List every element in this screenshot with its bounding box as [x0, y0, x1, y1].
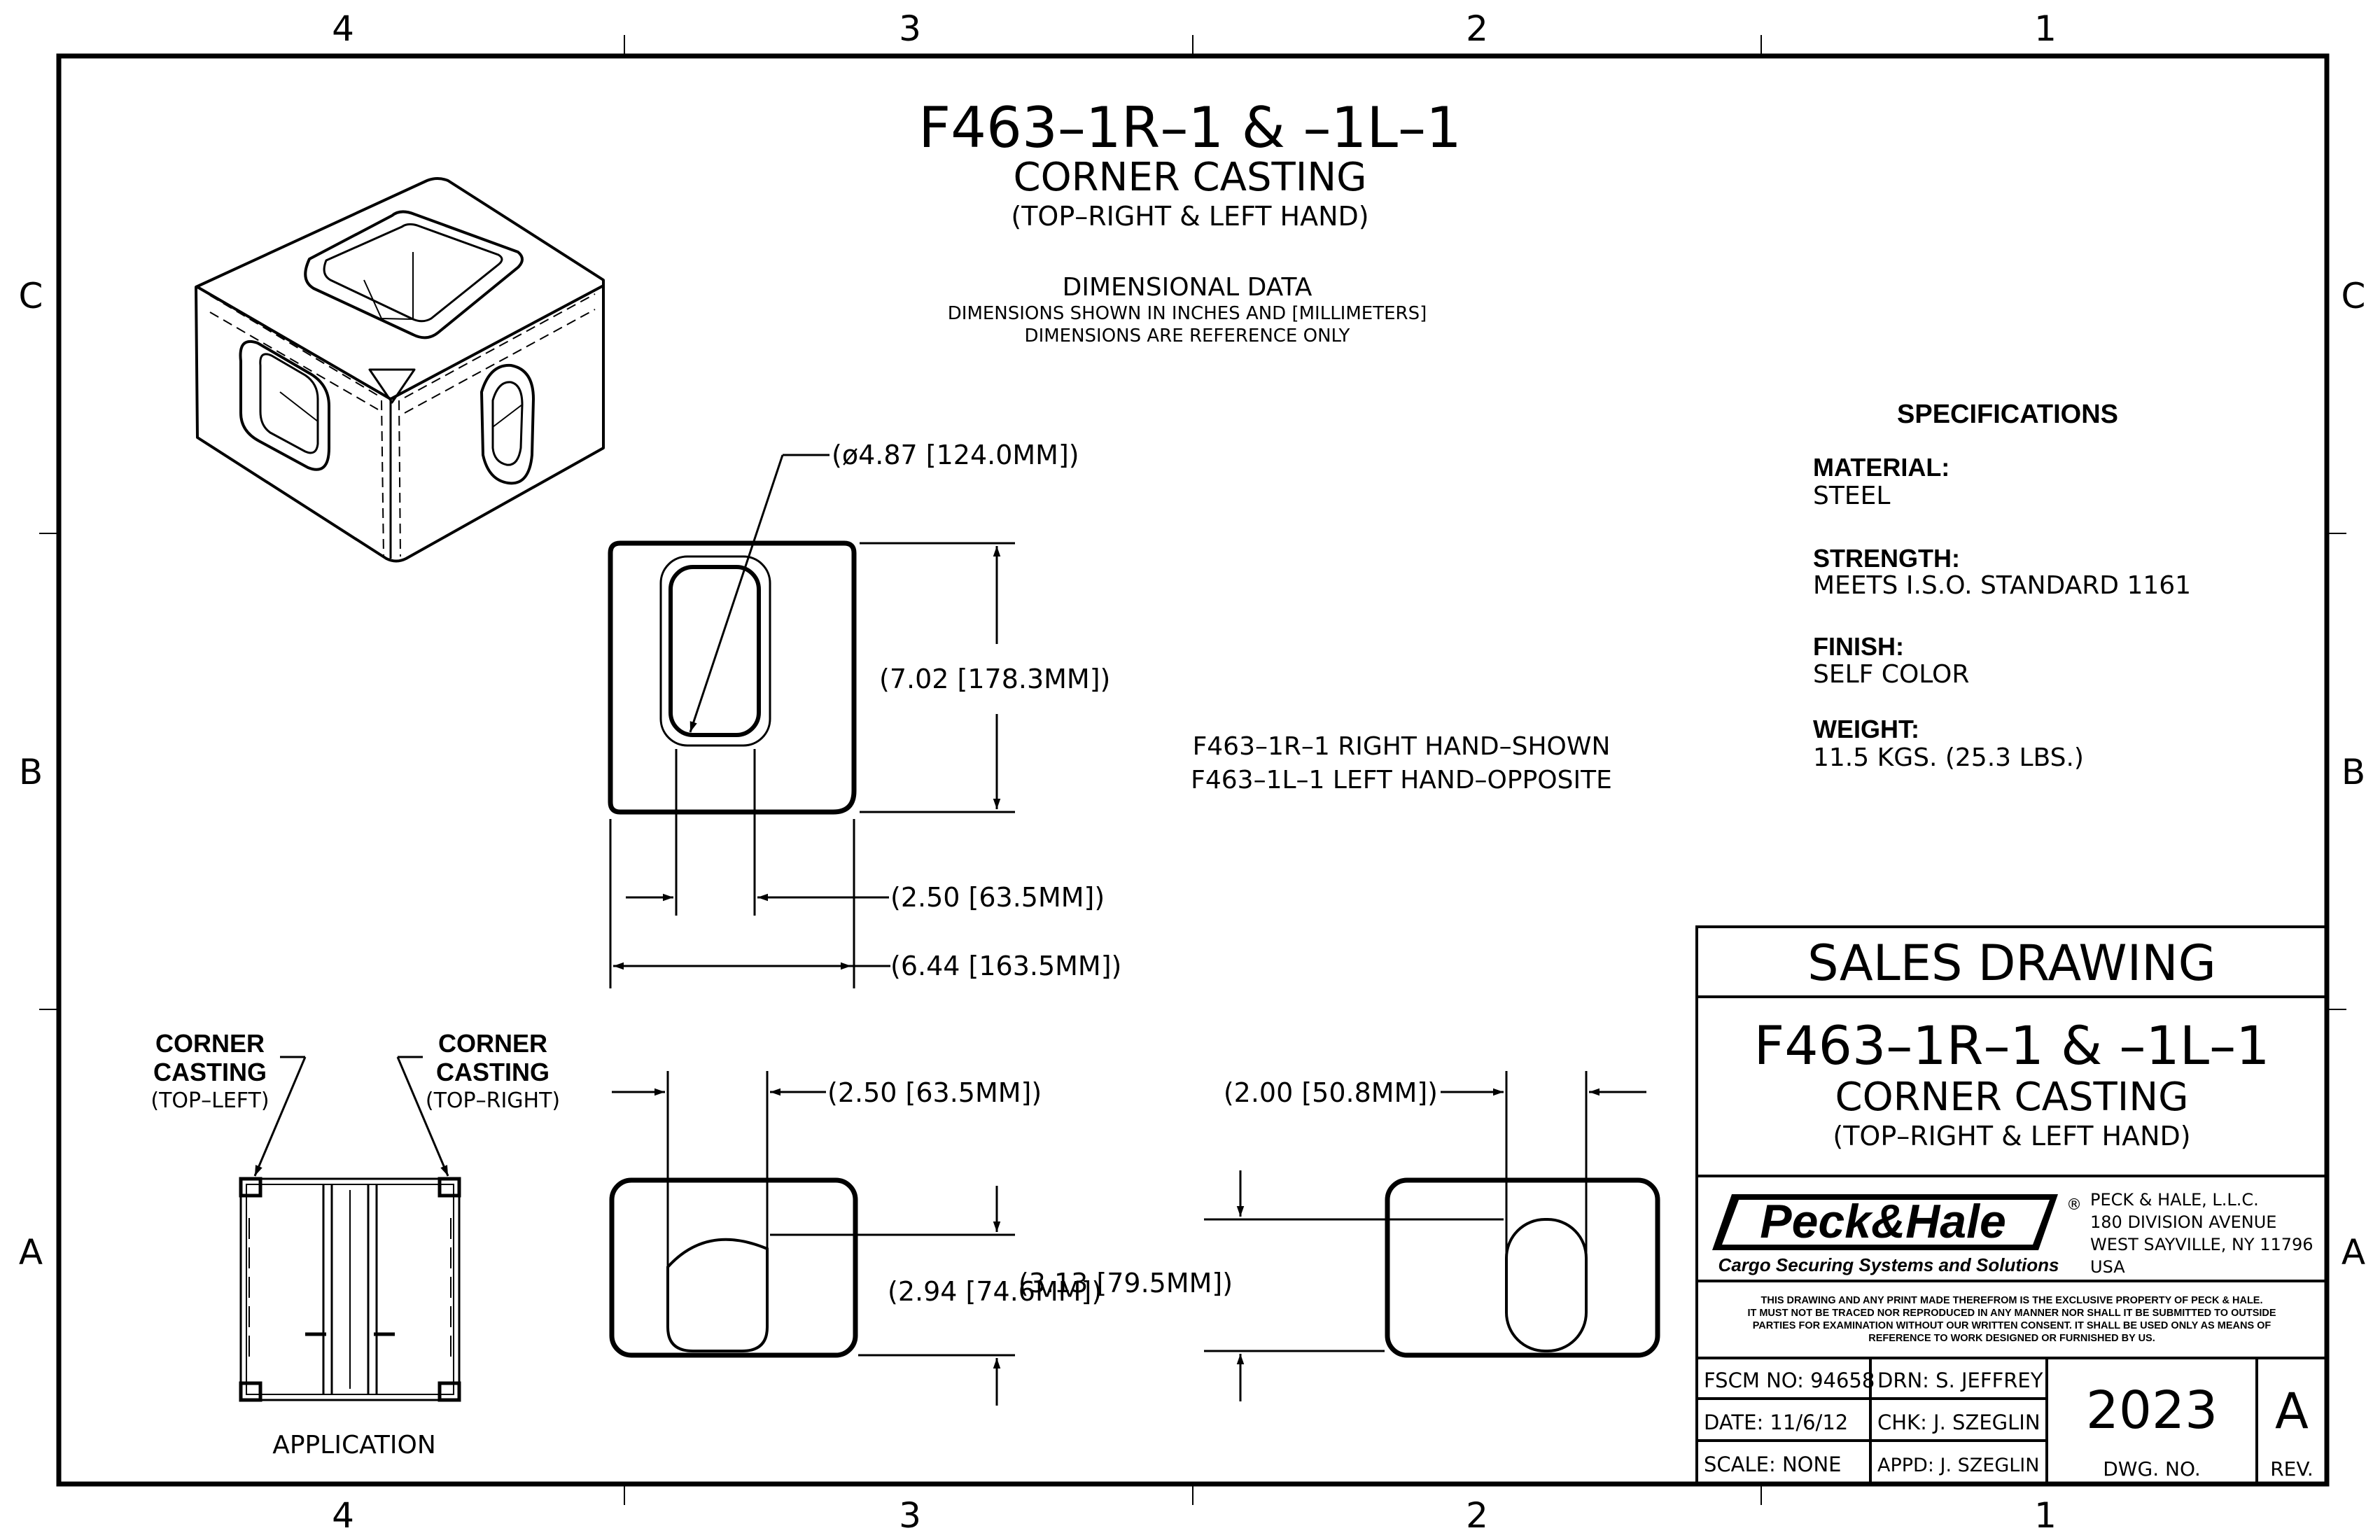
- dim-front-width: (2.50 [63.5MM]): [827, 1077, 1042, 1108]
- zone-col-3-top: 3: [899, 8, 921, 49]
- dimensional-heading: DIMENSIONAL DATA: [1063, 273, 1312, 302]
- dim-side-height: (3.13 [79.5MM]): [1018, 1268, 1233, 1298]
- drawing-scale: SCALE: NONE: [1704, 1452, 1842, 1476]
- dim-front-height: (2.94 [74.6MM]): [888, 1276, 1102, 1307]
- spec-finish-value: SELF COLOR: [1813, 660, 1969, 689]
- zone-row-c-left: C: [19, 276, 43, 316]
- tb-part-name: CORNER CASTING: [1835, 1074, 2188, 1120]
- revision-label: REV.: [2270, 1457, 2314, 1480]
- zone-row-b-left: B: [19, 752, 43, 792]
- front-view: [609, 1177, 858, 1358]
- app-right-label-1: CORNER: [438, 1029, 547, 1058]
- sales-drawing-title: SALES DRAWING: [1807, 934, 2216, 992]
- side-view-ext-lines: [1204, 1071, 1588, 1352]
- width-extension-lines: [609, 749, 855, 988]
- spec-material-label: MATERIAL:: [1813, 453, 1949, 482]
- zone-labels-bottom: 4 3 2 1: [332, 1495, 2057, 1536]
- spec-material-value: STEEL: [1813, 482, 1890, 510]
- app-right-label-3: (TOP–RIGHT): [426, 1088, 560, 1113]
- peck-hale-logo: Peck&Hale ® Cargo Securing Systems and S…: [1712, 1194, 2082, 1275]
- zone-row-a-right: A: [2342, 1232, 2365, 1273]
- drawing-number-label: DWG. NO.: [2103, 1457, 2201, 1480]
- tb-part-number: F463–1R–1 & –1L–1: [1754, 1014, 2270, 1077]
- app-left-leader: [253, 1056, 307, 1177]
- zone-col-1-bottom: 1: [2034, 1495, 2057, 1536]
- main-part-hand: (TOP–RIGHT & LEFT HAND): [1011, 201, 1368, 232]
- zone-col-4-bottom: 4: [332, 1495, 354, 1536]
- tb-part-hand: (TOP–RIGHT & LEFT HAND): [1833, 1121, 2190, 1152]
- drawing-date: DATE: 11/6/12: [1704, 1410, 1848, 1434]
- zone-row-c-right: C: [2342, 276, 2366, 316]
- spec-weight-label: WEIGHT:: [1813, 715, 1919, 743]
- zone-col-3-bottom: 3: [899, 1495, 921, 1536]
- main-part-name: CORNER CASTING: [1013, 155, 1366, 200]
- dimensional-line-2: DIMENSIONS ARE REFERENCE ONLY: [1025, 326, 1350, 346]
- spec-finish-label: FINISH:: [1813, 632, 1904, 661]
- app-right-label-2: CASTING: [436, 1058, 550, 1086]
- drawn-by: DRN: S. JEFFREY: [1877, 1368, 2043, 1392]
- svg-text:Peck&Hale: Peck&Hale: [1760, 1195, 2006, 1248]
- spec-strength-value: MEETS I.S.O. STANDARD 1161: [1813, 571, 2191, 600]
- zone-labels-left: C B A: [19, 276, 43, 1273]
- top-view: [608, 540, 857, 815]
- notice-line-2: IT MUST NOT BE TRACED NOR REPRODUCED IN …: [1747, 1308, 2276, 1319]
- height-dim-lines: [860, 542, 1015, 813]
- hand-note-line-2: F463–1L–1 LEFT HAND–OPPOSITE: [1191, 766, 1612, 794]
- company-line-4: USA: [2090, 1257, 2125, 1277]
- spec-weight-value: 11.5 KGS. (25.3 LBS.): [1813, 743, 2084, 772]
- spec-strength-label: STRENGTH:: [1813, 544, 1960, 573]
- zone-labels-right: C B A: [2342, 276, 2366, 1273]
- notice-line-1: THIS DRAWING AND ANY PRINT MADE THEREFRO…: [1761, 1295, 2263, 1306]
- dimensional-line-1: DIMENSIONS SHOWN IN INCHES AND [MILLIMET…: [948, 303, 1427, 324]
- company-line-1: PECK & HALE, L.L.C.: [2090, 1190, 2259, 1210]
- dim-slot-width: (2.50 [63.5MM]): [890, 882, 1105, 913]
- drawing-number: 2023: [2086, 1380, 2218, 1441]
- company-line-2: 180 DIVISION AVENUE: [2090, 1212, 2276, 1232]
- app-left-label-2: CASTING: [153, 1058, 267, 1086]
- approved-by: APPD: J. SZEGLIN: [1877, 1455, 2039, 1476]
- title-block-frame: [1695, 925, 2328, 1485]
- zone-col-2-bottom: 2: [1466, 1495, 1488, 1536]
- side-view: [1385, 1177, 1660, 1358]
- specs-heading: SPECIFICATIONS: [1897, 400, 2118, 429]
- dim-diameter: (ø4.87 [124.0MM]): [832, 440, 1079, 470]
- zone-row-a-left: A: [19, 1232, 43, 1273]
- checked-by: CHK: J. SZEGLIN: [1877, 1410, 2040, 1434]
- container-frame: [239, 1177, 461, 1402]
- company-line-3: WEST SAYVILLE, NY 11796: [2090, 1235, 2314, 1254]
- isometric-view: [195, 177, 605, 563]
- zone-col-2-top: 2: [1466, 8, 1488, 49]
- hand-note-line-1: F463–1R–1 RIGHT HAND–SHOWN: [1193, 732, 1611, 761]
- dim-overall-width: (6.44 [163.5MM]): [890, 951, 1121, 981]
- zone-col-4-top: 4: [332, 8, 354, 49]
- notice-line-3: PARTIES FOR EXAMINATION WITHOUT OUR WRIT…: [1753, 1320, 2272, 1331]
- main-part-number: F463–1R–1 & –1L–1: [918, 95, 1462, 160]
- app-right-leader: [396, 1056, 449, 1177]
- app-caption: APPLICATION: [272, 1431, 436, 1460]
- zone-row-b-right: B: [2342, 752, 2365, 792]
- front-view-ext-lines: [666, 1071, 1015, 1357]
- zone-labels-top: 4 3 2 1: [332, 8, 2057, 49]
- diameter-leader: [689, 454, 784, 733]
- svg-text:®: ®: [2066, 1196, 2082, 1214]
- notice-line-4: REFERENCE TO WORK DESIGNED OR FURNISHED …: [1868, 1333, 2155, 1344]
- dim-side-width: (2.00 [50.8MM]): [1224, 1077, 1438, 1108]
- zone-col-1-top: 1: [2034, 8, 2057, 49]
- fscm-number: FSCM NO: 94658: [1704, 1368, 1875, 1392]
- app-left-label-1: CORNER: [155, 1029, 265, 1058]
- tagline: Cargo Securing Systems and Solutions: [1718, 1254, 2059, 1275]
- app-left-label-3: (TOP–LEFT): [150, 1088, 269, 1113]
- revision: A: [2275, 1382, 2309, 1440]
- dim-height: (7.02 [178.3MM]): [879, 664, 1110, 694]
